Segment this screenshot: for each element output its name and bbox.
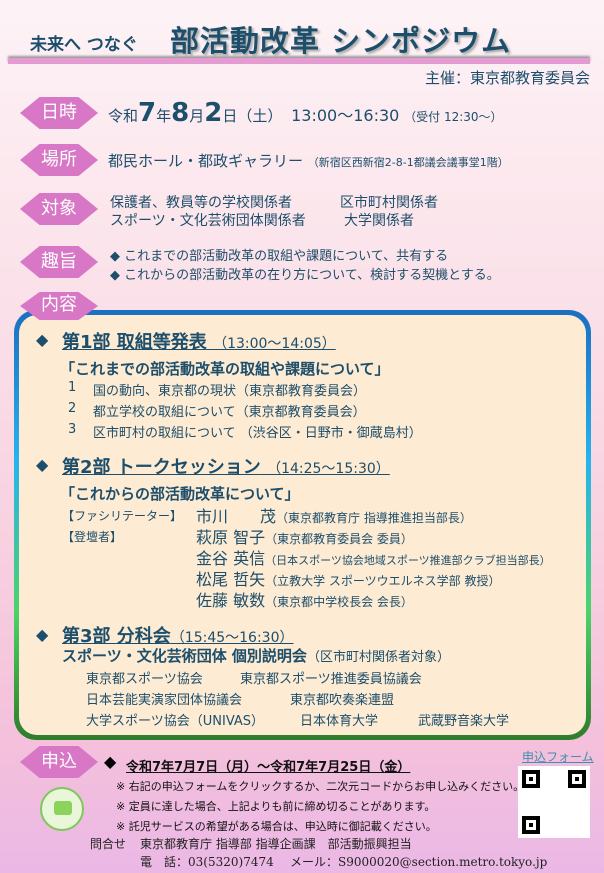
apply-note: ※ 右記の申込フォームをクリックするか、二次元コードからお申し込みください。 xyxy=(116,780,525,793)
target-item: 保護者、教員等の学校関係者 xyxy=(110,195,292,211)
apply-label: 申込 xyxy=(20,746,98,778)
facilitator-label: 【ファシリテーター】 xyxy=(62,509,183,523)
datetime-value: 令和7年8月2日（土） 13:00～16:30 （受付 12:30～） xyxy=(108,98,503,128)
org-item: 東京都スポーツ推進委員協議会 xyxy=(240,672,422,687)
venue-value: 都民ホール・都政ギャラリー （新宿区西新宿2-8-1都議会議事堂1階） xyxy=(108,152,509,170)
person: 松尾 哲矢（立教大学 スポーツウエルネス学部 教授） xyxy=(196,570,501,589)
part3-subtitle: スポーツ・文化芸術団体 個別説明会（区市町村関係者対象） xyxy=(62,647,450,665)
apply-note: ※ 託児サービスの希望がある場合は、申込時に御記載ください。 xyxy=(116,820,437,833)
target-item: 大学関係者 xyxy=(344,213,414,229)
person: 市川 茂（東京都教育庁 指導推進担当部長） xyxy=(196,507,472,526)
eco-logo-icon xyxy=(40,787,84,831)
title-underline xyxy=(8,58,590,64)
target-item: 区市町村関係者 xyxy=(340,195,438,211)
person: 金谷 英信（日本スポーツ協会地域スポーツ推進部クラブ担当部長） xyxy=(196,549,551,568)
organizer: 主催：東京都教育委員会 xyxy=(424,69,590,87)
diamond-icon: ◆ xyxy=(36,330,49,349)
part1-item: 都立学校の取組について（東京都教育委員会） xyxy=(93,405,366,420)
contact-mail: メール：S9000020@section.metro.tokyo.jp xyxy=(290,855,548,869)
part2-theme: 「これからの部活動改革について」 xyxy=(60,485,300,503)
datetime-label: 日時 xyxy=(20,97,98,129)
apply-note: ※ 定員に達した場合、上記よりも前に締め切ることがあります。 xyxy=(116,800,436,813)
qr-code-icon[interactable] xyxy=(518,766,590,838)
part1-item-no: 2 xyxy=(68,401,77,416)
part1-theme: 「これまでの部活動改革の取組や課題について」 xyxy=(60,360,390,378)
target-item: スポーツ・文化芸術団体関係者 xyxy=(110,213,306,229)
diamond-icon: ◆ xyxy=(36,625,49,644)
contact-label: 問合せ xyxy=(90,837,127,851)
subtitle: 未来へ つなぐ xyxy=(30,35,138,55)
diamond-icon: ◆ xyxy=(104,752,117,771)
target-label: 対象 xyxy=(20,193,98,225)
panel-label: 【登壇者】 xyxy=(62,530,123,544)
org-item: 日本芸能実演家団体協議会 xyxy=(86,693,243,708)
part1-title: 第1部 取組等発表 （13:00～14:05） xyxy=(62,332,336,353)
venue-label: 場所 xyxy=(20,144,98,176)
diamond-icon: ◆ xyxy=(36,455,49,474)
purpose-item: ◆ これまでの部活動改革の取組や課題について、共有する xyxy=(110,249,449,264)
part1-item: 区市町村の取組について （渋谷区・日野市・御蔵島村） xyxy=(93,426,422,441)
org-item: 武蔵野音楽大学 xyxy=(418,714,510,729)
person: 萩原 智子（東京都教育委員会 委員） xyxy=(196,528,413,547)
content-box xyxy=(14,310,591,740)
part3-title: 第3部 分科会（15:45～16:30） xyxy=(62,626,294,647)
contact-dept: 東京都教育庁 指導部 指導企画課 部活動振興担当 xyxy=(140,837,412,851)
page-title: 部活動改革 シンポジウム xyxy=(170,24,512,58)
purpose-label: 趣旨 xyxy=(20,246,98,278)
org-item: 大学スポーツ協会（UNIVAS） xyxy=(86,714,265,729)
part2-title: 第2部 トークセッション （14:25～15:30） xyxy=(62,457,390,478)
part1-item: 国の動向、東京都の現状（東京都教育委員会） xyxy=(93,384,367,399)
org-item: 日本体育大学 xyxy=(300,714,379,729)
part1-item-no: 3 xyxy=(68,422,77,437)
org-item: 東京都吹奏楽連盟 xyxy=(290,693,395,708)
apply-period: 令和7年7月7日（月）～令和7年7月25日（金） xyxy=(126,760,411,775)
org-item: 東京都スポーツ協会 xyxy=(86,672,203,687)
part1-item-no: 1 xyxy=(68,380,77,395)
contact-phone: 電 話：03(5320)7474 xyxy=(140,855,274,869)
apply-form-link[interactable]: 申込フォーム xyxy=(522,750,594,764)
purpose-item: ◆ これからの部活動改革の在り方について、検討する契機とする。 xyxy=(110,268,500,283)
person: 佐藤 敏数（東京都中学校長会 会長） xyxy=(196,591,413,610)
